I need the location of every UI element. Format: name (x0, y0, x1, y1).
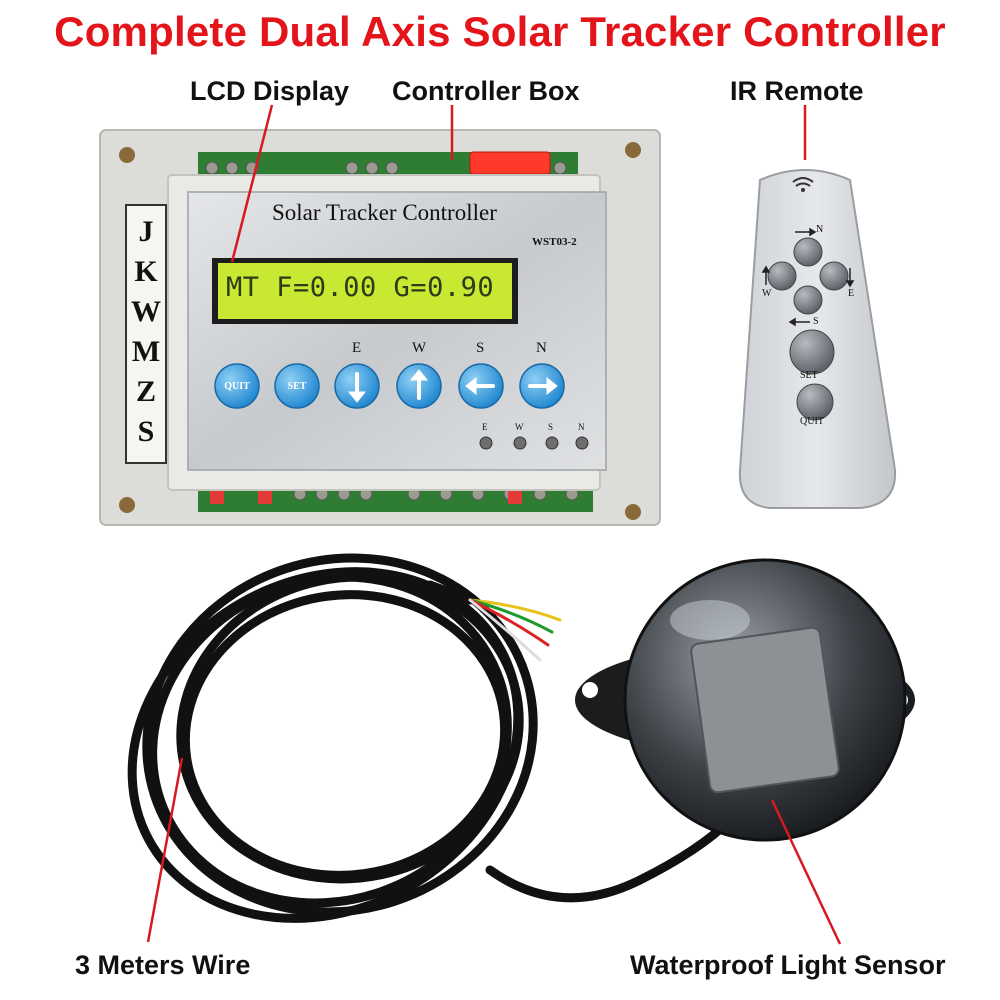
quit-button[interactable]: QUIT (215, 364, 259, 408)
page-title: Complete Dual Axis Solar Tracker Control… (54, 8, 946, 55)
remote-label-w: W (762, 288, 772, 299)
controller-model: WST03-2 (532, 236, 577, 248)
remote-label-set: SET (800, 370, 818, 381)
brand-letter: S (137, 415, 155, 448)
remote-label-n: N (816, 224, 824, 235)
led-label-n: N (578, 422, 585, 432)
callout-ir-remote: IR Remote (730, 76, 864, 106)
dir-label-e: E (352, 340, 362, 356)
brand-letter: M (131, 335, 161, 368)
dir-label-n: N (536, 340, 547, 356)
controller-panel-title: Solar Tracker Controller (272, 200, 497, 225)
callout-lcd-display: LCD Display (190, 76, 350, 106)
brand-letter: W (131, 295, 161, 328)
lcd-readout: MT F=0.00 G=0.90 (226, 272, 495, 303)
brand-label: J K W M Z S (131, 212, 161, 452)
quit-button-label: QUIT (224, 380, 250, 392)
brand-letter: J (138, 215, 154, 248)
brand-letter: K (134, 255, 158, 288)
callout-light-sensor: Waterproof Light Sensor (630, 950, 946, 980)
remote-label-quit: QUIT (800, 416, 824, 427)
callout-controller-box: Controller Box (392, 76, 580, 106)
led-label-w: W (515, 422, 524, 432)
dir-label-s: S (476, 340, 485, 356)
callout-wire: 3 Meters Wire (75, 950, 251, 980)
led-label-e: E (482, 422, 488, 432)
set-button-label: SET (287, 380, 307, 392)
brand-letter: Z (135, 375, 156, 408)
set-button[interactable]: SET (275, 364, 319, 408)
led-label-s: S (548, 422, 554, 432)
remote-label-e: E (848, 288, 855, 299)
dir-label-w: W (412, 340, 427, 356)
remote-label-s: S (813, 316, 819, 327)
